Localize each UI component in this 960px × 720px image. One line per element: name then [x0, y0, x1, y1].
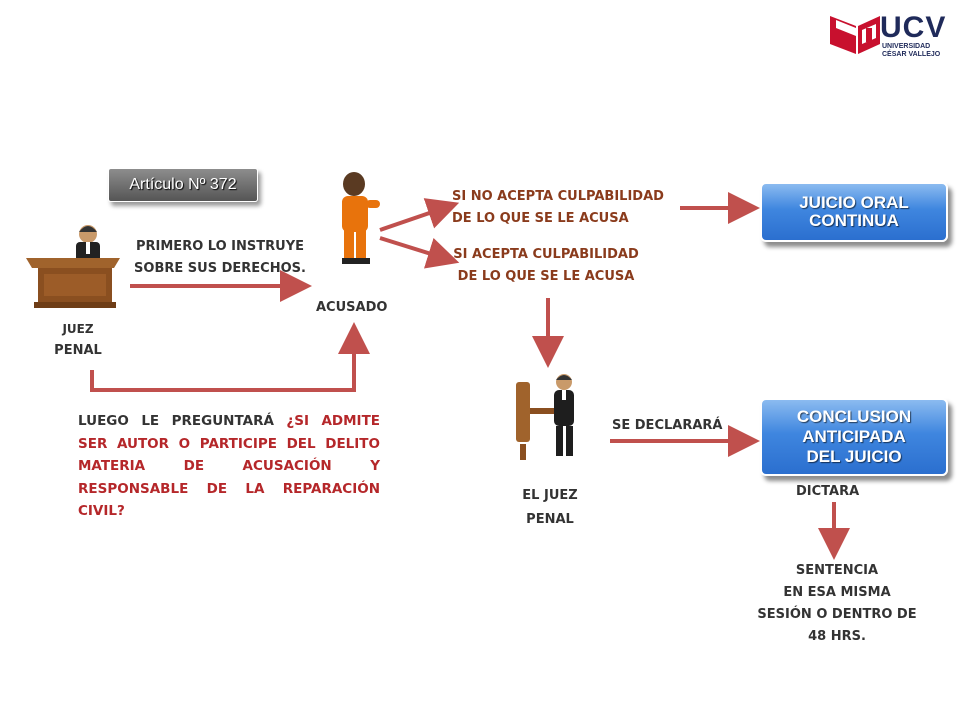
- conclusion-line2: ANTICIPADA: [802, 427, 906, 446]
- juez-penal-line1: JUEZ: [62, 322, 94, 336]
- primero-text: PRIMERO LO INSTRUYE SOBRE SUS DERECHOS.: [120, 236, 320, 280]
- ucv-logo: UCV UNIVERSIDAD CÉSAR VALLEJO: [828, 11, 948, 58]
- primero-line1: PRIMERO LO INSTRUYE: [136, 239, 304, 254]
- conclusion-line3: DEL JUICIO: [806, 447, 902, 466]
- acusado-label: ACUSADO: [316, 300, 388, 315]
- accused-figure-icon: [342, 172, 380, 264]
- juez-penal-label: JUEZ PENAL: [48, 318, 108, 362]
- juicio-oral-line2: CONTINUA: [809, 211, 899, 230]
- juicio-oral-box: JUICIO ORAL CONTINUA: [760, 182, 948, 242]
- dictara-label: DICTARA: [796, 484, 860, 499]
- ucv-logo-line1: UNIVERSIDAD: [882, 43, 931, 50]
- arrow-acusado-to-acepta: [379, 236, 460, 269]
- acepta-line2: DE LO QUE SE LE ACUSA: [457, 269, 635, 284]
- ucv-shield-icon: [830, 16, 880, 54]
- judge-gavel-icon: [516, 374, 574, 460]
- juicio-oral-line1: JUICIO ORAL: [799, 193, 909, 212]
- acepta-line1: SI ACEPTA CULPABILIDAD: [453, 247, 639, 262]
- el-juez-penal-label: EL JUEZ PENAL: [510, 484, 590, 532]
- luego-question: ¿SI ADMITE SER AUTOR O PARTICIPE DEL DEL…: [78, 413, 380, 519]
- no-acepta-line2: DE LO QUE SE LE ACUSA: [452, 211, 629, 226]
- sentencia-line3: SESIÓN O DENTRO DE: [757, 607, 917, 622]
- ucv-logo-line2: CÉSAR VALLEJO: [882, 51, 941, 58]
- sentencia-line4: 48 HRS.: [808, 629, 866, 644]
- no-acepta-text: SI NO ACEPTA CULPABILIDAD DE LO QUE SE L…: [452, 186, 664, 230]
- conclusion-box: CONCLUSION ANTICIPADA DEL JUICIO: [760, 398, 948, 476]
- sentencia-text: SENTENCIA EN ESA MISMA SESIÓN O DENTRO D…: [742, 560, 932, 648]
- ucv-logo-name: UCV: [880, 11, 947, 44]
- acepta-text: SI ACEPTA CULPABILIDAD DE LO QUE SE LE A…: [446, 244, 646, 288]
- primero-line2: SOBRE SUS DERECHOS.: [134, 261, 306, 276]
- arrow-acusado-to-no-acepta: [379, 198, 460, 232]
- el-juez-penal-line2: PENAL: [526, 512, 574, 527]
- se-declarara-label: SE DECLARARÁ: [612, 418, 723, 433]
- luego-lead: LUEGO LE PREGUNTARÁ: [78, 413, 287, 429]
- sentencia-line1: SENTENCIA: [795, 563, 879, 578]
- el-juez-penal-line1: EL JUEZ: [522, 488, 578, 503]
- articulo-badge: Artículo Nº 372: [108, 168, 258, 202]
- judge-bench-icon: [26, 225, 120, 308]
- no-acepta-line1: SI NO ACEPTA CULPABILIDAD: [452, 189, 664, 204]
- sentencia-line2: EN ESA MISMA: [783, 585, 891, 600]
- arrow-pregunta-to-acusado: [90, 322, 370, 392]
- conclusion-line1: CONCLUSION: [796, 407, 912, 426]
- juez-penal-line2: PENAL: [54, 343, 102, 358]
- luego-paragraph: LUEGO LE PREGUNTARÁ ¿SI ADMITE SER AUTOR…: [78, 410, 380, 523]
